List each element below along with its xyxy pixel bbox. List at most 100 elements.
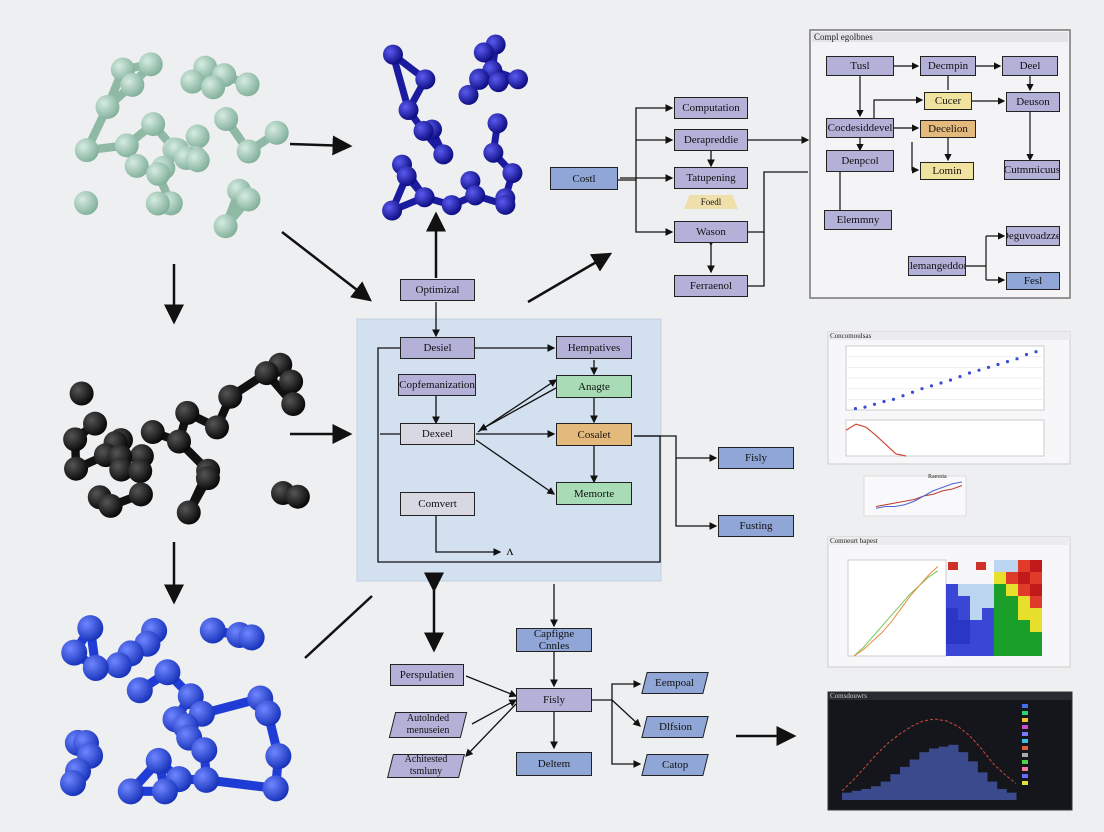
node-denpcol[interactable]: Denpcol <box>826 150 894 172</box>
chart-small-line-b <box>875 481 963 509</box>
node-fesl[interactable]: Fesl <box>1006 272 1060 290</box>
chart-top-point <box>882 399 886 404</box>
node-costl[interactable]: Costl <box>550 167 618 190</box>
molecule-atom <box>69 381 94 406</box>
molecule-atom <box>176 500 201 525</box>
chart-heat-cell <box>1030 572 1042 584</box>
node-fusting[interactable]: Fusting <box>718 515 794 537</box>
node-computation[interactable]: Computation <box>674 97 748 119</box>
molecule-atom <box>262 775 289 802</box>
node-capfigne-cnnles[interactable]: Capfigne Cnnles <box>516 628 592 652</box>
node-memorte[interactable]: Memorte <box>556 482 632 505</box>
chart-dark-bar <box>919 752 930 800</box>
chart-dark-legend-swatch <box>1022 774 1028 778</box>
node-derapreddie[interactable]: Derapreddie <box>674 129 748 151</box>
chart-top-peak-area <box>845 419 1045 457</box>
chart-heat-cell <box>1006 572 1018 584</box>
chart-heat-cell <box>1006 632 1018 644</box>
molecule-atom <box>382 44 403 65</box>
molecule-atom <box>469 69 490 90</box>
molecule-atom <box>199 617 226 644</box>
node-cutmmicuus[interactable]: Cutmmicuus <box>1004 160 1060 180</box>
chart-heat-cell <box>946 584 958 596</box>
node-decelion[interactable]: Decelion <box>920 120 976 138</box>
chart-dark-bar <box>996 788 1007 800</box>
chart-dark-bar <box>987 781 998 800</box>
chart-dark-bar <box>948 744 959 800</box>
chart-heat-title: Comneurt bapest <box>830 537 878 545</box>
node-hempatives[interactable]: Hempatives <box>556 336 632 359</box>
molecule-atom <box>138 52 163 77</box>
chart-heat-cell <box>1030 620 1042 632</box>
node-autolnded[interactable]: Autolnded menuseien <box>388 712 468 738</box>
node-ferraenol[interactable]: Ferraenol <box>674 275 748 297</box>
chart-heat-cell <box>1006 608 1018 620</box>
chart-top-title: Concomoulsas <box>830 332 872 340</box>
chart-top-point <box>891 397 896 401</box>
node-fisly-center[interactable]: Fisly <box>516 688 592 712</box>
node-eempoal[interactable]: Eempoal <box>641 672 709 694</box>
chart-heat-cell <box>958 608 970 620</box>
chart-heat-cell <box>958 584 970 596</box>
node-tusl[interactable]: Tusl <box>826 56 894 76</box>
node-tatupening[interactable]: Tatupening <box>674 167 748 189</box>
molecule-atom <box>120 72 145 97</box>
chart-heat-cell <box>946 632 958 644</box>
molecule-atom <box>264 120 289 145</box>
node-desiel[interactable]: Desiel <box>400 337 475 359</box>
molecule-atom <box>154 659 181 686</box>
chart-heat-cell <box>970 596 982 608</box>
molecule-atom <box>146 161 171 186</box>
chart-heat-cell <box>982 584 994 596</box>
chart-heat-cell <box>982 632 994 644</box>
chart-dark-legend-swatch <box>1022 760 1028 764</box>
node-alemangeddom[interactable]: Alemangeddom <box>908 256 966 276</box>
node-cucer[interactable]: Cucer <box>924 92 972 110</box>
node-deguvoadzzes[interactable]: Deguvoadzzes <box>1006 226 1060 246</box>
molecule-atom <box>285 484 310 509</box>
molecule-atom <box>265 743 292 770</box>
molecule-atom <box>235 72 260 97</box>
node-dlfsion[interactable]: Dlfsion <box>641 716 709 738</box>
node-catop[interactable]: Catop <box>641 754 709 776</box>
chart-dark-legend-swatch <box>1022 739 1028 743</box>
molecule-atom <box>74 191 99 216</box>
node-copfemanization[interactable]: Copfemanization <box>398 374 476 396</box>
chart-heat-cell <box>958 644 970 656</box>
node-comvert[interactable]: Comvert <box>400 492 475 516</box>
node-deltem[interactable]: Deltem <box>516 752 592 776</box>
molecule-atom <box>98 493 123 518</box>
node-achitested[interactable]: Achitested tsmluny <box>387 754 465 778</box>
node-anagte[interactable]: Anagte <box>556 375 632 398</box>
chart-heat-cell <box>994 560 1006 572</box>
node-optimizal[interactable]: Optimizal <box>400 279 475 301</box>
chart-heat-cell <box>1030 596 1042 608</box>
node-elemmny[interactable]: Elemmny <box>824 210 892 230</box>
node-decmpin[interactable]: Decmpin <box>920 56 976 76</box>
node-fisly-side[interactable]: Fisly <box>718 447 794 469</box>
node-lomin[interactable]: Lomin <box>920 162 974 180</box>
molecule-atom <box>180 69 205 94</box>
chart-heat-cell <box>994 620 1006 632</box>
node-perspulatien[interactable]: Perspulatien <box>390 664 464 686</box>
chart-heat-cell <box>994 644 1006 656</box>
molecule-atom <box>201 75 226 100</box>
node-deuson[interactable]: Deuson <box>1006 92 1060 112</box>
node-dexeel[interactable]: Dexeel <box>400 423 475 445</box>
molecule-atom <box>214 107 239 132</box>
chart-top-point <box>929 384 934 388</box>
chart-top-point <box>996 362 1000 367</box>
node-cocdesiddevel[interactable]: Cocdesiddevel <box>826 118 894 138</box>
node-cosalet[interactable]: Cosalet <box>556 423 632 446</box>
node-foedl[interactable]: Foedl <box>684 195 738 209</box>
chart-dark-bar <box>851 790 862 800</box>
node-wason[interactable]: Wason <box>674 221 748 243</box>
node-deel[interactable]: Deel <box>1002 56 1058 76</box>
chart-small-plot <box>875 481 963 509</box>
molecule-atom <box>74 138 99 163</box>
chart-dark-bar <box>938 746 949 800</box>
molecule-atom <box>218 384 243 409</box>
chart-top-point <box>1005 360 1010 364</box>
chart-dark-bar <box>967 761 978 800</box>
molecule-atom <box>473 42 494 63</box>
